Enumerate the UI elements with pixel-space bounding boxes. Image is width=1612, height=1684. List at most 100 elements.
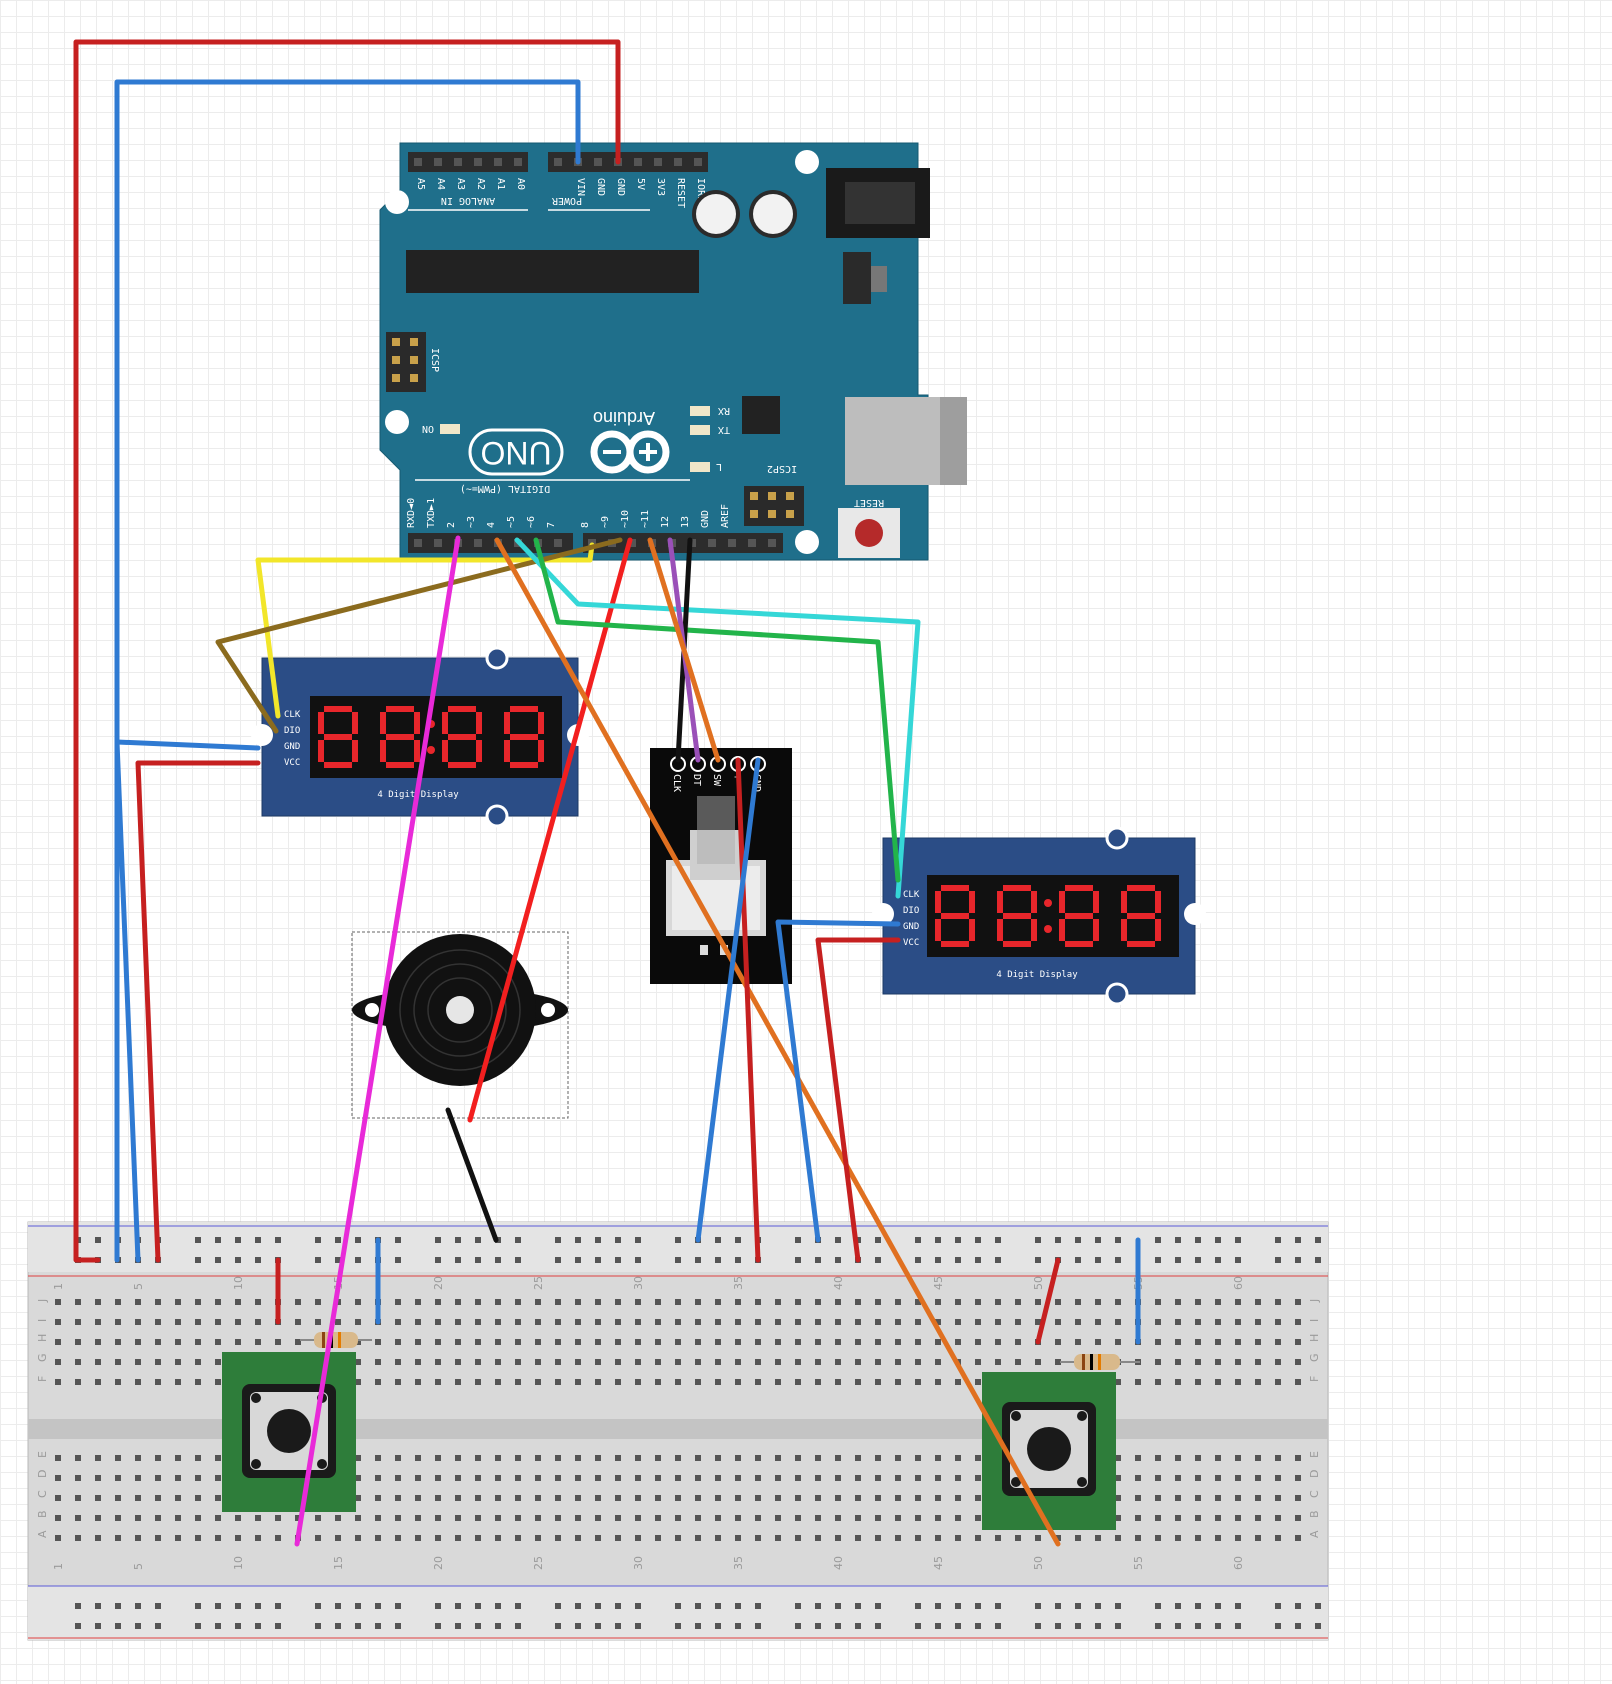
breadboard-column-number: 30 <box>632 1556 645 1570</box>
encoder-pin-label: DT <box>691 774 702 786</box>
colon-dot <box>1044 899 1052 907</box>
display-segment <box>538 712 544 734</box>
display-segment <box>380 712 386 734</box>
header-pin <box>494 158 502 166</box>
display-segment <box>386 762 414 768</box>
breadboard-column-number: 10 <box>232 1276 245 1290</box>
display-segment <box>1059 919 1065 941</box>
breadboard-column-number: 1 <box>52 1283 65 1290</box>
display-segment <box>1127 941 1155 947</box>
wire-pin6-green <box>533 537 901 883</box>
display-segment <box>969 919 975 941</box>
display-segment <box>1155 919 1161 941</box>
reset-label: RESET <box>854 497 884 508</box>
breadboard-row-letter: A <box>36 1530 49 1538</box>
display-segment <box>941 941 969 947</box>
header-pin <box>628 539 636 547</box>
display1-pin-clk: CLK <box>284 710 301 720</box>
analog-pin-label: A4 <box>435 178 446 190</box>
four-digit-display-2: CLK DIO GND VCC 4 Digit Display <box>872 826 1206 1006</box>
resistor-2 <box>1060 1354 1140 1370</box>
breadboard-row-letter: H <box>1308 1334 1321 1342</box>
display1-pin-dio: DIO <box>284 726 300 736</box>
display2-pin-gnd: GND <box>903 922 919 932</box>
digital-pin-label: GND <box>700 510 711 528</box>
arduino-logo: Arduino <box>593 408 655 428</box>
icsp-label: ICSP <box>429 348 440 372</box>
wire-disp1-dio-brown <box>215 537 623 734</box>
display-segment <box>1065 941 1093 947</box>
header-pin <box>594 158 602 166</box>
digital-pin-label: AREF <box>720 504 731 528</box>
display-segment <box>1127 913 1155 919</box>
breadboard-column-number: 60 <box>1232 1276 1245 1290</box>
display-segment <box>1093 919 1099 941</box>
breadboard-row-letter: B <box>1308 1510 1321 1518</box>
header-pin <box>674 158 682 166</box>
tx-label: TX <box>718 424 730 435</box>
wire-5v-red <box>73 39 621 1263</box>
breadboard-column-number: 45 <box>932 1556 945 1570</box>
display-segment <box>448 706 476 712</box>
infinity-logo-icon <box>590 430 670 474</box>
digital-pin-label: 7 <box>546 522 557 528</box>
breadboard-column-number: 60 <box>1232 1556 1245 1570</box>
header-pin <box>634 158 642 166</box>
breadboard-column-number: 15 <box>332 1556 345 1570</box>
breadboard-row-letter: I <box>1308 1319 1321 1322</box>
analog-pin-label: A5 <box>415 178 426 190</box>
wire-pin4-orange <box>494 537 1061 1547</box>
header-pin <box>474 539 482 547</box>
header-pin <box>748 539 756 547</box>
breadboard-column-number: 20 <box>432 1276 445 1290</box>
analog-pin-label: A2 <box>475 178 486 190</box>
wire-buzzer-red <box>467 537 633 1123</box>
display-segment <box>380 740 386 762</box>
digital-pin-label: TXD►1 <box>426 498 437 528</box>
breadboard-column-number: 50 <box>1032 1276 1045 1290</box>
breadboard-column-number: 30 <box>632 1276 645 1290</box>
display-segment <box>324 734 352 740</box>
power-pin-label: 3V3 <box>655 178 666 196</box>
breadboard-row-letter: G <box>36 1353 49 1362</box>
power-label: POWER <box>551 195 582 206</box>
display-segment <box>448 734 476 740</box>
wire-gnd-rail-blue <box>114 739 141 1263</box>
display2-caption: 4 Digit Display <box>996 970 1078 980</box>
colon-dot <box>427 746 435 754</box>
breadboard-row-letter: E <box>36 1451 49 1458</box>
wire-pin2-magenta <box>294 535 461 1547</box>
header-pin <box>708 539 716 547</box>
display-segment <box>1059 891 1065 913</box>
header-pin <box>728 539 736 547</box>
header-pin <box>434 158 442 166</box>
display-segment <box>1031 891 1037 913</box>
display-segment <box>1121 919 1127 941</box>
analog-pin-label: A1 <box>495 178 506 190</box>
breadboard-row-letter: J <box>1308 1299 1321 1303</box>
display-segment <box>414 712 420 734</box>
push-button-2[interactable] <box>982 1372 1116 1530</box>
breadboard-column-number: 35 <box>732 1276 745 1290</box>
piezo-buzzer <box>351 931 569 1119</box>
wire-disp2-gnd-blue <box>775 919 901 1243</box>
wire-encoder-vcc-red <box>735 757 761 1263</box>
header-pin <box>514 158 522 166</box>
display-segment <box>442 712 448 734</box>
breadboard-column-number: 45 <box>932 1276 945 1290</box>
four-digit-display-1: CLK DIO GND VCC 4 Digit Display <box>251 646 589 828</box>
breadboard-row-letter: E <box>1308 1451 1321 1458</box>
display-segment <box>997 919 1003 941</box>
display-segment <box>935 891 941 913</box>
breadboard-column-number: 1 <box>52 1563 65 1570</box>
push-button-1[interactable] <box>222 1352 356 1512</box>
digital-pin-label: ~5 <box>506 516 517 528</box>
breadboard-column-number: 20 <box>432 1556 445 1570</box>
wire-disp1-clk-yellow <box>255 542 595 719</box>
display-segment <box>510 706 538 712</box>
header-pin <box>768 539 776 547</box>
display-segment <box>442 740 448 762</box>
